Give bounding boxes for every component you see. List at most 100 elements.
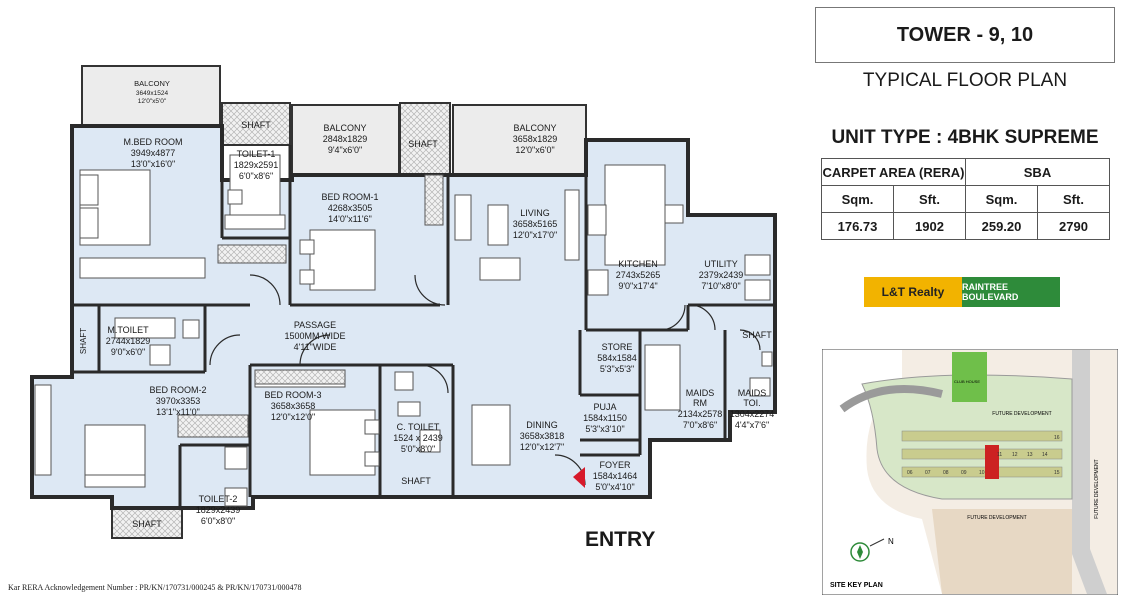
balcony-left-name: BALCONY [134,79,170,88]
toilet-1-name: TOILET-1 [237,149,276,159]
dining-name: DINING [526,420,558,430]
balcony-mid-dim1: 2848x1829 [323,134,368,144]
master-bed-name: M.BED ROOM [123,137,182,147]
shaft-ct-label: SHAFT [401,476,431,486]
balcony-right-dim1: 3658x1829 [513,134,558,144]
tower-num-16: 16 [1054,435,1060,441]
toilet-1-dim1: 1829x2591 [234,160,279,170]
tower-num-11: 11 [997,452,1002,458]
rera-note: Kar RERA Acknowledgement Number : PR/KN/… [8,583,302,592]
site-key-plan: CLUB HOUSE FUTURE DEVELOPMENT FUTURE DEV… [822,349,1118,595]
shaft-1-label: SHAFT [241,120,271,130]
shaft-1-area [221,102,291,146]
balcony-right-dim2: 12'0"x6'0" [515,145,554,155]
future-dev-right: FUTURE DEVELOPMENT [1094,459,1100,518]
puja-dim1: 1584x1150 [583,413,627,423]
bed-2-name: BED ROOM-2 [149,385,206,395]
bed-3-name: BED ROOM-3 [264,390,321,400]
utility-dim1: 2379x2439 [699,270,744,280]
maids-toi-name2: TOI. [743,398,760,408]
passage-dim2: 4'11"WIDE [294,342,337,352]
unit-type-title: UNIT TYPE : 4BHK SUPREME [831,127,1099,148]
m-toilet-name: M.TOILET [107,325,149,335]
wardrobes [177,174,444,438]
shaft-utility-label: SHAFT [742,330,772,340]
future-dev-bottom: FUTURE DEVELOPMENT [967,515,1026,521]
raintree-boulevard-logo: RAINTREE BOULEVARD [962,277,1060,307]
bed-1-name: BED ROOM-1 [321,192,378,202]
shaft-2-label: SHAFT [408,139,438,149]
master-bed-dim2: 13'0"x16'0" [131,159,175,169]
puja-dim2: 5'3"x3'10" [585,424,624,434]
tower-title-box: TOWER - 9, 10 [815,7,1115,63]
unit-sft-carpet: Sft. [893,185,966,213]
c-toilet-dim1: 1524 x 2439 [393,433,443,443]
area-table: CARPET AREA (RERA) SBA Sqm. Sft. Sqm. Sf… [821,158,1110,240]
bed-3-dim1: 3658x3658 [271,401,316,411]
passage-name: PASSAGE [294,320,336,330]
shaft-mt-label: SHAFT [79,328,88,354]
foyer-name: FOYER [599,460,631,470]
shaft-t2-label: SHAFT [132,519,162,529]
living-name: LIVING [520,208,550,218]
interior-walls [72,126,775,508]
site-key-title: SITE KEY PLAN [830,582,883,589]
highlight-towers [985,445,999,479]
tower-num-15: 15 [1054,470,1060,476]
master-bed-dim1: 3949x4877 [131,148,176,158]
lt-realty-logo: L&T Realty [864,277,962,307]
balcony-left-dim1: 3649x1524 [136,90,169,97]
bed-2-dim2: 13'1"x11'0" [156,407,200,417]
m-toilet-dim1: 2744x1829 [106,336,151,346]
puja-name: PUJA [593,402,616,412]
living-dim2: 12'0"x17'0" [513,230,557,240]
bed-1-dim1: 4268x3505 [328,203,373,213]
north-compass-icon [850,538,885,562]
floor-plan-subtitle: TYPICAL FLOOR PLAN [862,70,1068,91]
unit-sqm-sba: Sqm. [965,185,1038,213]
utility-name: UTILITY [704,259,738,269]
carpet-area-header: CARPET AREA (RERA) [821,158,966,186]
tower-num-07: 07 [925,470,931,476]
balcony-mid-name: BALCONY [323,123,366,133]
value-carpet-sft: 1902 [893,212,966,240]
tower-num-10: 10 [979,470,985,476]
toilet-2-dim1: 1829x2439 [196,505,241,515]
toilet-2-dim2: 6'0"x8'0" [201,516,235,526]
north-label: N [888,537,894,546]
entry-arrow-icon [573,467,585,488]
balcony-left-area [81,65,221,127]
store-dim1: 584x1584 [597,353,637,363]
passage-dim1: 1500MM WIDE [284,331,345,341]
foyer-dim2: 5'0"x4'10" [595,482,634,492]
maids-rm-dim2: 7'0"x8'6" [683,420,717,430]
unit-sqm-carpet: Sqm. [821,185,894,213]
maids-toi-dim2: 4'4"x7'6" [735,420,769,430]
store-name: STORE [602,342,633,352]
bed-1-dim2: 14'0"x11'6" [328,214,372,224]
maids-rm-dim1: 2134x2578 [678,409,723,419]
value-sba-sqm: 259.20 [965,212,1038,240]
kitchen-dim2: 9'0"x17'4" [618,281,657,291]
door-swings [209,274,761,486]
kitchen-dim1: 2743x5265 [616,270,661,280]
maids-toi-name: MAIDS [738,388,767,398]
foyer-dim1: 1584x1464 [593,471,638,481]
tower-num-13: 13 [1027,452,1033,458]
entry-label: ENTRY [585,528,656,551]
sba-header: SBA [965,158,1110,186]
value-carpet-sqm: 176.73 [821,212,894,240]
balcony-left-dim2: 12'0"x5'0" [138,98,167,105]
value-sba-sft: 2790 [1037,212,1110,240]
tower-title: TOWER - 9, 10 [896,23,1034,46]
maids-toi-dim1: 1304x2274 [730,409,775,419]
unit-sft-sba: Sft. [1037,185,1110,213]
dining-dim2: 12'0"x12'7" [520,442,564,452]
toilet-1-dim2: 6'0"x8'6" [239,171,273,181]
shaft-2-area [399,102,451,176]
toilet-2-name: TOILET-2 [199,494,238,504]
balcony-right-name: BALCONY [513,123,556,133]
balcony-mid-dim2: 9'4"x6'0" [328,145,362,155]
store-dim2: 5'3"x5'3" [600,364,634,374]
future-dev-top: FUTURE DEVELOPMENT [992,411,1051,417]
